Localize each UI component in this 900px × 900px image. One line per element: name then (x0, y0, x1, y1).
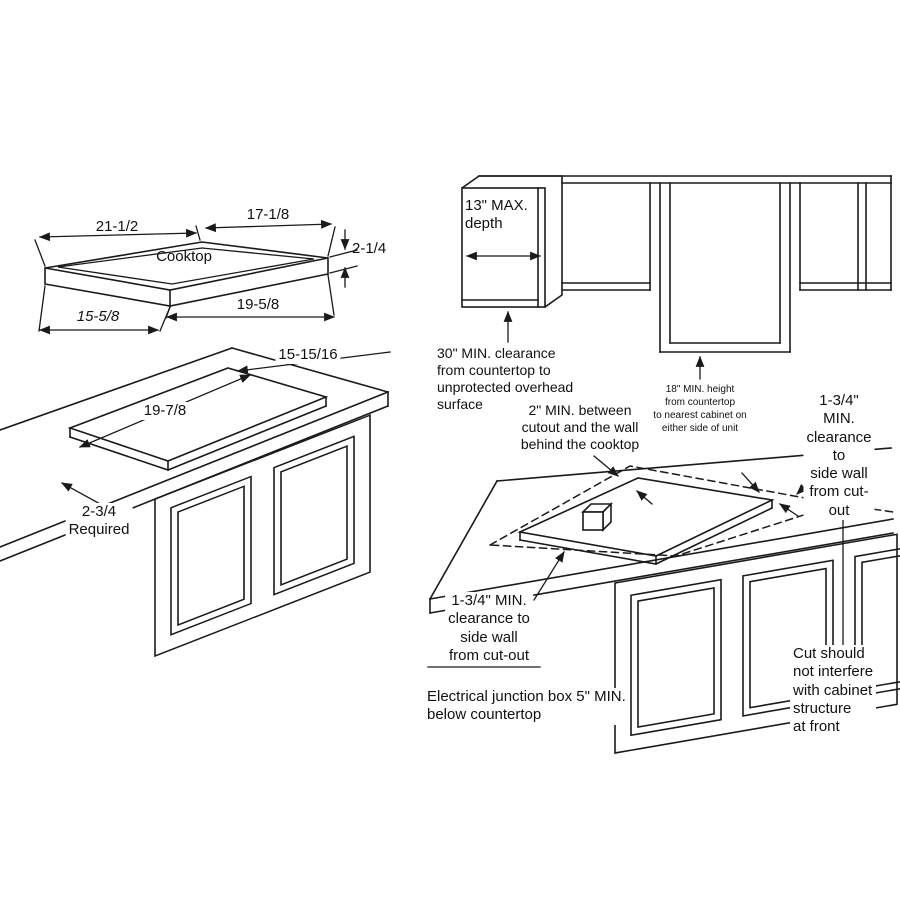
dim-cooktop-depth-left: 15-5/8 (76, 308, 120, 325)
installation-clearances-drawing (427, 175, 900, 754)
dim-cutout-width: 15-15/16 (275, 346, 341, 365)
front-clearance-note: 2-3/4 Required (65, 503, 133, 540)
junction-box-note: Electrical junction box 5" MIN. below co… (424, 688, 629, 725)
dim-cooktop-width-right: 17-1/8 (246, 206, 290, 223)
side-cabinet-height-note: 18" MIN. height from countertop to neare… (653, 384, 747, 434)
countertop-cutout-drawing (0, 346, 391, 658)
dim-cutout-depth: 19-7/8 (140, 402, 190, 421)
max-depth-note: 13" MAX. depth (465, 197, 528, 233)
cooktop-isometric-drawing (34, 219, 358, 335)
left-side-clearance-note: 1-3/4" MIN. clearance to side wall from … (445, 592, 533, 666)
dim-cooktop-thickness: 2-1/4 (352, 240, 387, 257)
overhead-clearance-note: 30" MIN. clearance from countertop to un… (437, 345, 574, 413)
dim-cooktop-width-left: 21-1/2 (95, 218, 139, 235)
right-side-clearance-note: 1-3/4" MIN. clearance to side wall from … (803, 392, 875, 521)
cooktop-surface-label: Cooktop (156, 248, 212, 265)
dim-cooktop-depth-right: 19-5/8 (236, 296, 280, 313)
rear-wall-clearance-note: 2" MIN. between cutout and the wall behi… (520, 402, 640, 453)
front-structure-note: Cut should not interfere with cabinet st… (790, 645, 877, 737)
